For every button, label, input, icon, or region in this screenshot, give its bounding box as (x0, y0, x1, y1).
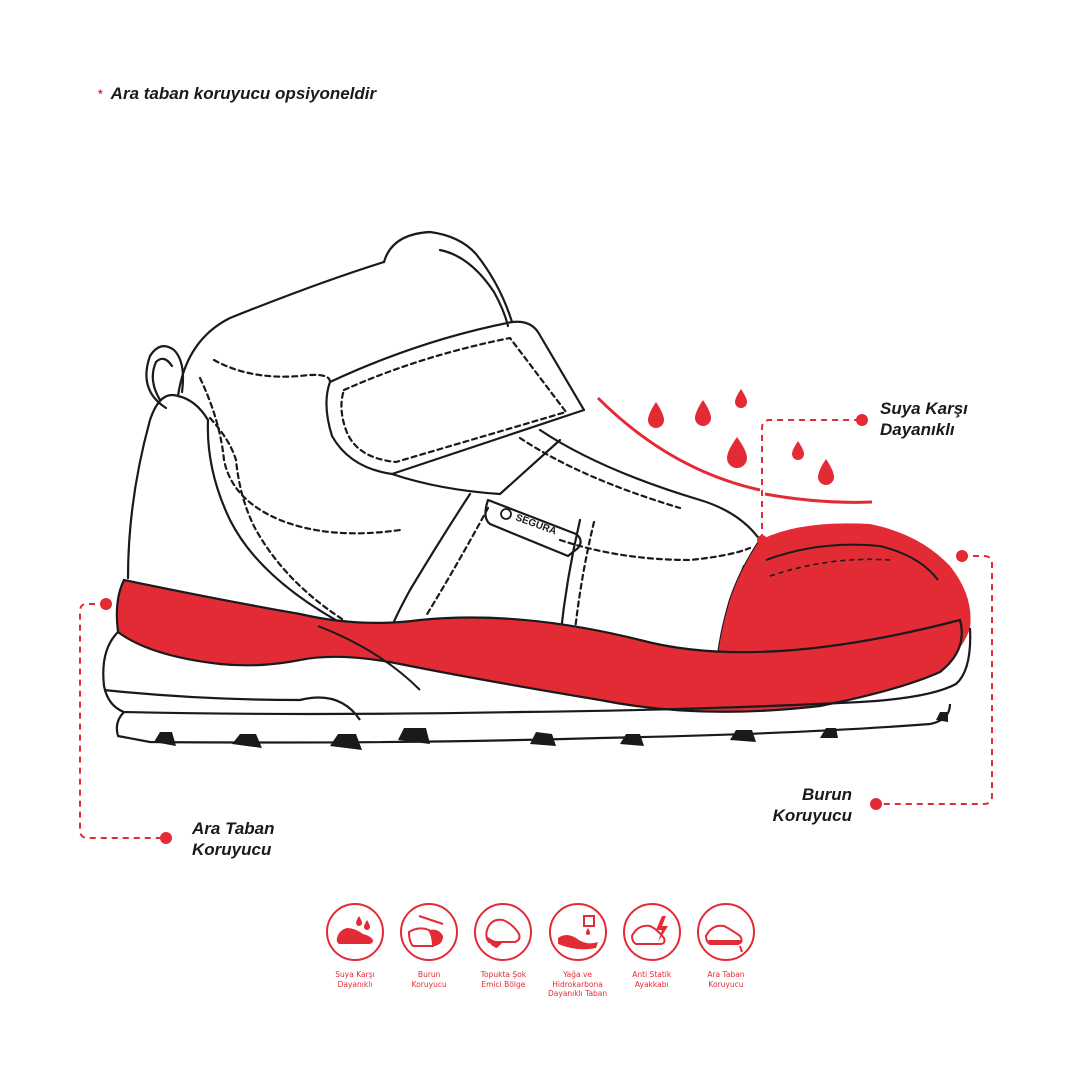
feature-badges: Suya Karşı Dayanıklı Burun Koruyucu Topu… (318, 902, 763, 999)
midsole-protection-icon (696, 903, 755, 961)
water-drops-icon (596, 389, 873, 504)
callout-line: Koruyucu (192, 840, 272, 859)
optional-note-text: Ara taban koruyucu opsiyoneldir (110, 84, 377, 103)
toe-protection-callout: Burun Koruyucu (768, 784, 852, 826)
callout-line: Burun (801, 785, 852, 804)
midsole-seam (317, 625, 421, 691)
outsole-lugs (154, 712, 948, 750)
heel-shock-icon (474, 903, 533, 961)
water-resistant-icon (326, 903, 384, 961)
toe-protection-icon (400, 903, 459, 961)
outsole (102, 627, 972, 744)
feature-badge: Suya Karşı Dayanıklı (318, 902, 392, 999)
water-resistant-callout: Suya Karşı Dayanıklı (880, 398, 968, 440)
feature-badge: Anti Statik Ayakkabı (615, 902, 689, 999)
boot-diagram: SEGURA (79, 230, 993, 844)
midsole-protection-callout: Ara Taban Koruyucu (192, 818, 275, 860)
callout-lines (79, 419, 993, 839)
callout-line: Suya Karşı (880, 399, 968, 418)
optional-note: * Ara taban koruyucu opsiyoneldir (98, 84, 376, 104)
feature-label: Anti Statik Ayakkabı (632, 970, 672, 989)
callout-dots (100, 414, 968, 844)
feature-label: Burun Koruyucu (411, 970, 447, 989)
feature-label: Suya Karşı Dayanıklı (335, 970, 375, 989)
feature-label: Topukta Şok Emici Bölge (480, 970, 527, 989)
feature-label: Ara Taban Koruyucu (707, 970, 745, 989)
oil-resistant-icon (548, 903, 607, 961)
svg-text:SEGURA: SEGURA (514, 512, 558, 537)
callout-line: Dayanıklı (880, 420, 955, 439)
asterisk-marker: * (98, 87, 103, 101)
callout-line: Ara Taban (192, 819, 275, 838)
toe-cap-seam (765, 543, 939, 581)
midsole-band (115, 578, 963, 713)
feature-badge: Yağa ve Hidrokarbona Dayanıklı Taban (541, 902, 615, 999)
feature-badge: Topukta Şok Emici Bölge (466, 902, 540, 999)
anti-static-icon (622, 903, 681, 961)
feature-label: Yağa ve Hidrokarbona Dayanıklı Taban (547, 970, 608, 998)
callout-line: Koruyucu (772, 806, 852, 825)
toe-cap-stitch (769, 558, 891, 577)
feature-badge: Ara Taban Koruyucu (689, 902, 763, 999)
feature-badge: Burun Koruyucu (392, 902, 466, 999)
